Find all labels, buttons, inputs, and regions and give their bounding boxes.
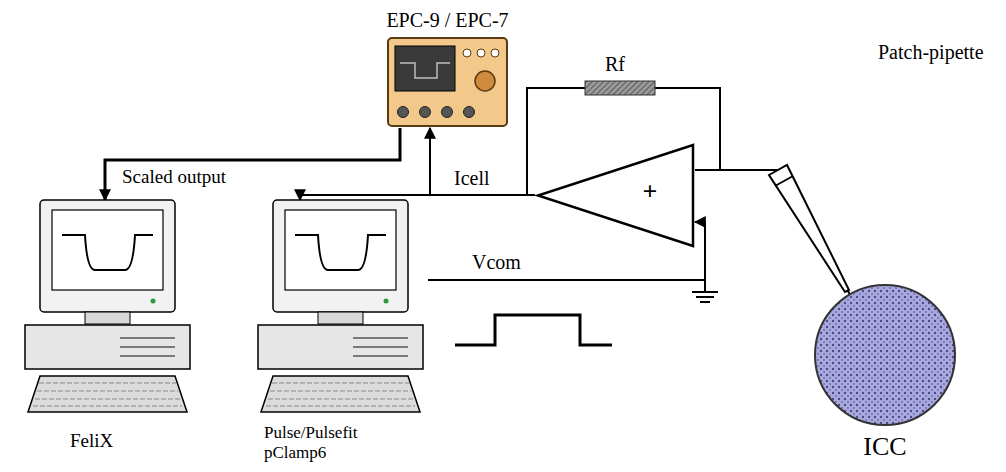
pipette-symbol [769, 165, 849, 292]
bnc-connector [464, 107, 475, 118]
key-row [37, 391, 178, 392]
node-label: FeliX [70, 430, 180, 453]
node-label: + [630, 176, 670, 207]
node-label: ICC [813, 431, 957, 462]
keyboard [261, 376, 420, 412]
key-row [270, 391, 411, 392]
key-row [266, 406, 415, 407]
pipette-shoulder [775, 176, 793, 186]
key-row [35, 399, 180, 400]
key-row [39, 383, 176, 384]
connector-layer [105, 128, 850, 294]
computer-station-shape [25, 200, 190, 462]
part-label: Patch-pipette [876, 40, 986, 64]
signal-wire [105, 128, 400, 200]
small-knob [477, 49, 485, 57]
screen [52, 210, 163, 290]
monitor-stand [85, 312, 130, 324]
device-screen [395, 46, 455, 91]
system-unit [25, 325, 190, 369]
node-label: Pulse/Pulsefit pClamp6 [264, 423, 389, 464]
screen-trace [295, 235, 386, 270]
screen [285, 210, 396, 290]
bnc-connector [398, 107, 409, 118]
screen-trace [400, 63, 450, 78]
amplifier-device: EPC-9 / EPC-7 [385, 8, 510, 128]
bnc-connector [420, 107, 431, 118]
power-led [384, 299, 389, 304]
monitor [40, 200, 175, 312]
monitor-stand [318, 312, 363, 324]
power-led [151, 299, 156, 304]
signal-label: Icell [452, 166, 492, 190]
drive-slots [353, 338, 408, 356]
signal-label: Vcom [470, 250, 523, 274]
screen-trace [62, 235, 153, 270]
cell-outline [815, 285, 955, 425]
device-case [388, 38, 507, 126]
signal-wire [430, 128, 535, 195]
key-row [272, 383, 409, 384]
small-knob [491, 49, 499, 57]
opamp-symbol: + [535, 143, 695, 248]
key-row [33, 406, 182, 407]
pulse-waveform [455, 315, 612, 345]
small-knob [463, 49, 471, 57]
resistor-label: Rf [603, 52, 627, 76]
drive-slots [120, 338, 175, 356]
key-row [268, 399, 413, 400]
dial-knob [475, 71, 495, 91]
keyboard [28, 376, 187, 412]
opamp-symbol-shape [535, 143, 695, 248]
system-unit [258, 325, 423, 369]
signal-wire [695, 170, 850, 294]
node-label: EPC-9 / EPC-7 [373, 8, 522, 32]
opamp-triangle [538, 145, 693, 246]
signal-label: Scaled output [120, 166, 228, 189]
bnc-connector [442, 107, 453, 118]
computer-station: Pulse/Pulsefit pClamp6 [258, 200, 428, 466]
resistor-symbol [585, 81, 655, 95]
ground-symbol [692, 280, 718, 302]
cell-circle: ICC [813, 283, 957, 468]
monitor [273, 200, 408, 312]
computer-station: FeliX [25, 200, 190, 462]
